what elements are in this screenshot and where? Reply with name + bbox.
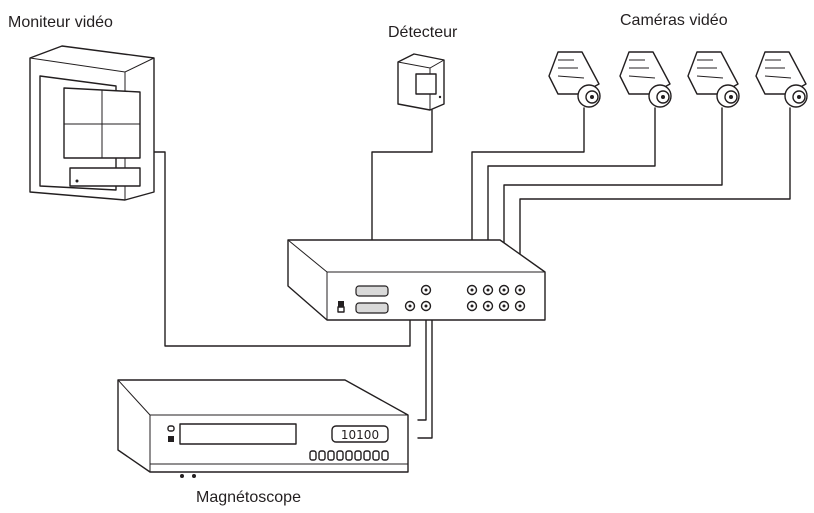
detector-label: Détecteur — [388, 24, 458, 41]
camera-3 — [687, 51, 740, 108]
detector — [397, 53, 445, 111]
cable-camera-3 — [503, 107, 723, 281]
cable-vcr-b — [417, 287, 433, 439]
cable-camera-1 — [471, 107, 585, 281]
cable-detector — [371, 109, 433, 293]
auxiliary-port — [355, 302, 389, 314]
vcr-cassette-slot — [179, 423, 297, 445]
camera-1 — [548, 51, 601, 108]
vcr-counter-value: 10100 — [341, 428, 379, 442]
cable-vcr-a — [417, 307, 427, 421]
vcr-buttons — [309, 450, 389, 461]
vcr: 10100 — [117, 379, 409, 478]
control-unit — [287, 239, 546, 321]
detector-input-port — [355, 285, 389, 297]
monitor-vcr-connectors — [404, 284, 432, 312]
cable-monitor — [147, 151, 411, 347]
cable-camera-4 — [519, 107, 791, 281]
vcr-label: Magnétoscope — [196, 489, 301, 506]
vcr-counter-display — [331, 425, 389, 443]
cable-camera-2 — [487, 107, 656, 281]
video-monitor — [29, 45, 155, 201]
camera-4 — [755, 51, 808, 108]
camera-input-connectors — [466, 284, 526, 312]
video-cameras-label: Caméras vidéo — [620, 12, 728, 29]
video-monitor-label: Moniteur vidéo — [8, 14, 113, 31]
camera-2 — [619, 51, 672, 108]
cables — [147, 107, 791, 439]
